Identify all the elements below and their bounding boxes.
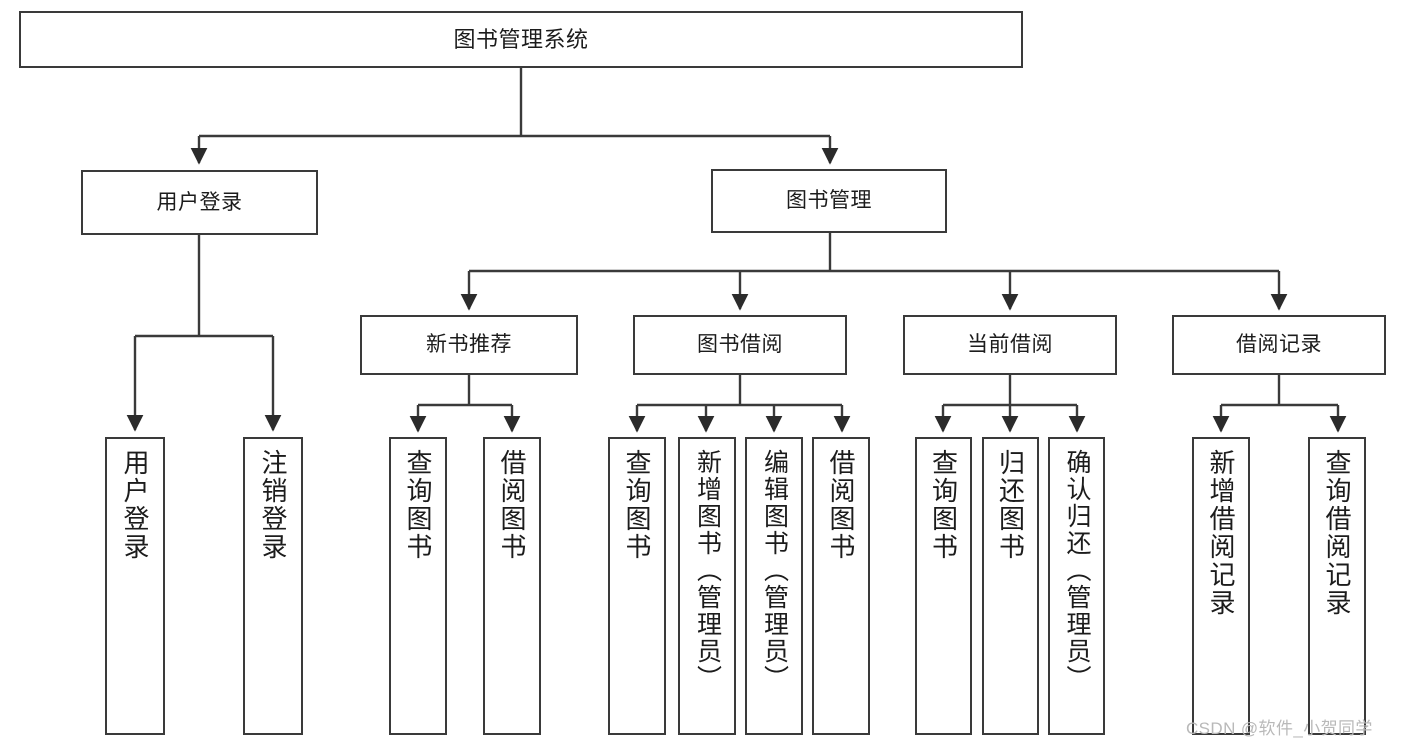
node-leaf-logout[interactable]: 注销登录	[243, 437, 303, 735]
node-leaf-edit-book-label: 编辑图书（管理员）	[760, 449, 789, 692]
node-book-manage[interactable]: 图书管理	[711, 169, 947, 233]
node-current-borrow-label: 当前借阅	[967, 333, 1053, 357]
node-leaf-query-book-2[interactable]: 查询图书	[608, 437, 666, 735]
node-leaf-add-record[interactable]: 新增借阅记录	[1192, 437, 1250, 735]
node-leaf-return-book[interactable]: 归还图书	[982, 437, 1039, 735]
node-root-system[interactable]: 图书管理系统	[19, 11, 1023, 68]
node-leaf-edit-book[interactable]: 编辑图书（管理员）	[745, 437, 803, 735]
node-leaf-query-book-3[interactable]: 查询图书	[915, 437, 972, 735]
node-leaf-borrow-book-2-label: 借阅图书	[826, 449, 856, 561]
node-current-borrow[interactable]: 当前借阅	[903, 315, 1117, 375]
node-book-manage-label: 图书管理	[786, 189, 872, 213]
node-book-borrow-label: 图书借阅	[697, 333, 783, 357]
node-leaf-query-book-1-label: 查询图书	[403, 449, 433, 561]
node-leaf-add-book-label: 新增图书（管理员）	[693, 449, 722, 692]
node-leaf-borrow-book-2[interactable]: 借阅图书	[812, 437, 870, 735]
node-leaf-user-login[interactable]: 用户登录	[105, 437, 165, 735]
node-new-book-recommend[interactable]: 新书推荐	[360, 315, 578, 375]
node-root-system-label: 图书管理系统	[453, 26, 589, 52]
node-leaf-confirm-return[interactable]: 确认归还（管理员）	[1048, 437, 1105, 735]
node-leaf-query-record[interactable]: 查询借阅记录	[1308, 437, 1366, 735]
node-leaf-borrow-book-1[interactable]: 借阅图书	[483, 437, 541, 735]
node-borrow-record[interactable]: 借阅记录	[1172, 315, 1386, 375]
node-leaf-user-login-label: 用户登录	[120, 449, 150, 561]
node-leaf-confirm-return-label: 确认归还（管理员）	[1063, 449, 1091, 692]
node-leaf-query-record-label: 查询借阅记录	[1322, 449, 1352, 617]
node-user-login[interactable]: 用户登录	[81, 170, 318, 235]
node-leaf-logout-label: 注销登录	[258, 449, 288, 561]
node-leaf-query-book-3-label: 查询图书	[928, 449, 959, 561]
node-leaf-query-book-1[interactable]: 查询图书	[389, 437, 447, 735]
node-new-book-recommend-label: 新书推荐	[426, 333, 512, 357]
node-leaf-return-book-label: 归还图书	[995, 449, 1026, 561]
csdn-watermark: CSDN @软件_小贺同学	[1186, 719, 1373, 738]
node-user-login-label: 用户登录	[156, 190, 243, 214]
node-leaf-add-book[interactable]: 新增图书（管理员）	[678, 437, 736, 735]
node-book-borrow[interactable]: 图书借阅	[633, 315, 847, 375]
node-leaf-add-record-label: 新增借阅记录	[1206, 449, 1236, 617]
node-leaf-borrow-book-1-label: 借阅图书	[497, 449, 527, 561]
node-borrow-record-label: 借阅记录	[1236, 333, 1322, 357]
node-leaf-query-book-2-label: 查询图书	[622, 449, 652, 561]
